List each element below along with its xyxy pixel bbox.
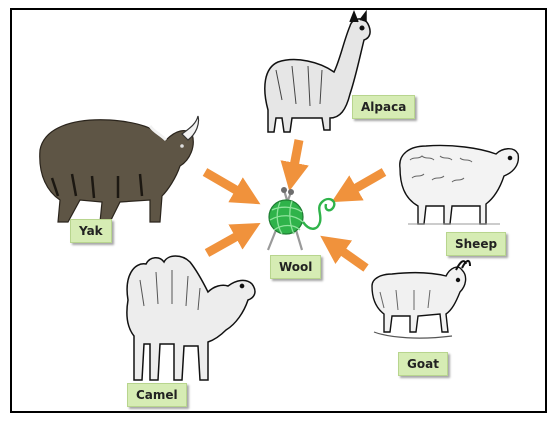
label-camel: Camel (127, 383, 187, 407)
label-wool: Wool (270, 255, 321, 279)
arrow-camel-to-wool (207, 230, 248, 253)
arrow-goat-to-wool (332, 244, 366, 268)
arrow-alpaca-to-wool (292, 140, 299, 177)
label-yak: Yak (70, 219, 112, 243)
sheep-illustration (400, 145, 519, 224)
label-alpaca: Alpaca (352, 95, 415, 119)
camel-illustration (127, 256, 255, 380)
yak-illustration (40, 116, 199, 222)
goat-illustration (372, 261, 470, 338)
label-goat: Goat (398, 352, 448, 376)
yarn-ball-with-knitting-needles-icon (268, 187, 334, 250)
label-sheep: Sheep (446, 232, 506, 256)
arrow-sheep-to-wool (344, 172, 384, 195)
arrow-yak-to-wool (205, 172, 248, 197)
